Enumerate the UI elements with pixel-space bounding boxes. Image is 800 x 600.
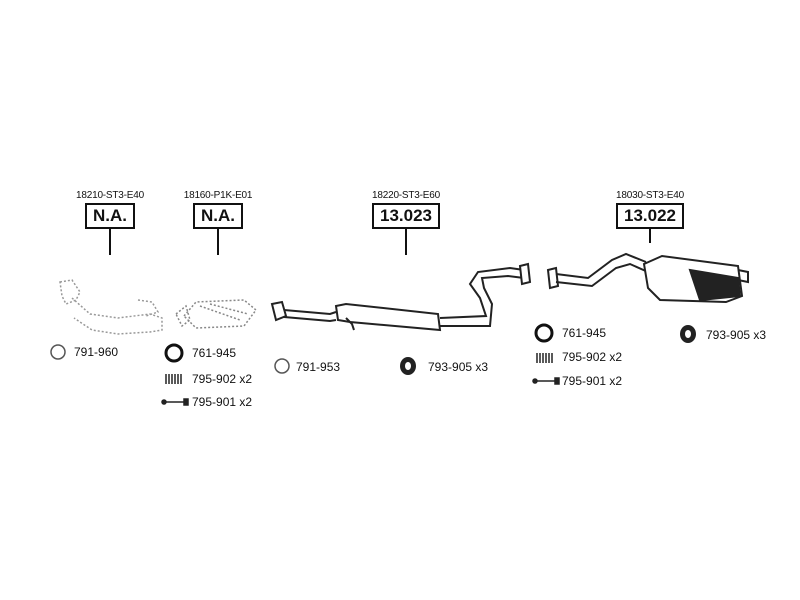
leader-line — [109, 229, 111, 255]
hardware-label: 791-960 — [74, 345, 119, 359]
part-code: 18210-ST3-E40 — [75, 190, 145, 201]
gasket-ring-icon — [164, 343, 184, 363]
hardware-label: 795-902 x2 — [192, 372, 253, 386]
hardware-label: 761-945 — [562, 326, 607, 340]
hardware-label: 793-905 x3 — [428, 360, 489, 374]
hardware-label: 795-901 x2 — [562, 374, 623, 388]
rear-muffler-drawing — [546, 252, 749, 304]
gasket-ring-icon — [534, 323, 554, 343]
center-pipe-drawing — [270, 262, 532, 332]
bolt-icon — [532, 377, 560, 385]
part-code: 18160-P1K-E01 — [183, 190, 253, 201]
hardware-label: 795-901 x2 — [192, 395, 253, 409]
spring-icon — [536, 353, 553, 363]
leader-line — [405, 229, 407, 255]
part-price-box[interactable]: N.A. — [85, 203, 135, 229]
leader-line — [649, 229, 651, 243]
catalytic-converter-drawing — [175, 299, 258, 329]
part-code: 18030-ST3-E40 — [615, 190, 685, 201]
leader-line — [217, 229, 219, 255]
part-code: 18220-ST3-E60 — [371, 190, 441, 201]
rubber-hanger-icon — [400, 357, 416, 375]
rubber-hanger-icon — [680, 325, 696, 343]
part-price-box[interactable]: 13.022 — [616, 203, 684, 229]
hardware-label: 761-945 — [192, 346, 237, 360]
hardware-label: 793-905 x3 — [706, 328, 767, 342]
gasket-ring-icon — [274, 358, 290, 374]
hardware-label: 795-902 x2 — [562, 350, 623, 364]
spring-icon — [165, 374, 182, 384]
part-price-box[interactable]: 13.023 — [372, 203, 440, 229]
hardware-label: 791-953 — [296, 360, 341, 374]
front-pipe-drawing — [59, 279, 163, 335]
bolt-icon — [161, 398, 189, 406]
part-price-box[interactable]: N.A. — [193, 203, 243, 229]
gasket-ring-icon — [50, 344, 66, 360]
